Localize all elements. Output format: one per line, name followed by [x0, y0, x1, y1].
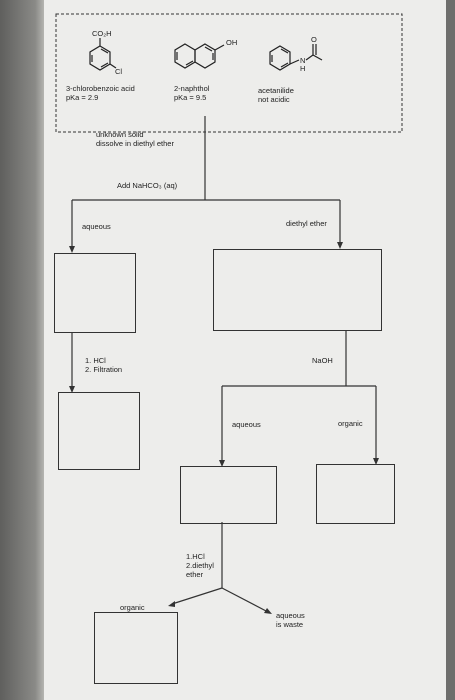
product-box-1 — [58, 392, 140, 470]
compound-name-naphthol: 2-naphthol — [174, 84, 210, 93]
branch2-aqueous: aqueous — [232, 420, 261, 429]
branch1-ether: diethyl ether — [286, 219, 327, 228]
o-label: O — [311, 35, 317, 44]
branch3-aqueous: aqueous — [276, 611, 305, 620]
product-box-2 — [94, 612, 178, 684]
naphthol-structure — [174, 43, 225, 69]
branch3-waste: is waste — [276, 620, 304, 629]
acidify1-step-1: 1. HCl — [85, 356, 106, 365]
aqueous-layer-box-1 — [54, 253, 136, 333]
h-label: H — [300, 64, 306, 73]
compound-box-dashed — [55, 13, 403, 133]
acidify2-step-2: 2.diethyl — [186, 561, 214, 570]
arrowheads — [69, 242, 379, 614]
acidify2-step-1: 1.HCl — [186, 552, 205, 561]
branch3-organic: organic — [120, 603, 145, 612]
compound-pka-chlorobenzoic: pKa = 2.9 — [66, 93, 99, 102]
compound-name-chlorobenzoic: 3-chlorobenzoic acid — [66, 84, 135, 93]
co2h-label: CO₂H — [92, 29, 112, 38]
desk-edge — [0, 0, 44, 700]
flow-connectors — [71, 116, 377, 613]
ether-layer-box-1 — [213, 249, 382, 331]
start-line-2: dissolve in diethyl ether — [96, 139, 174, 148]
compound-name-acetanilide: acetanilide — [258, 86, 294, 95]
acetanilide-structure — [269, 44, 323, 71]
compound-pka-acetanilide: not acidic — [258, 95, 290, 104]
acidify2-step-3: ether — [186, 570, 204, 579]
reagent-naoh: NaOH — [312, 356, 333, 365]
start-line-1: unknown solid — [96, 130, 144, 139]
branch2-organic: organic — [338, 419, 363, 428]
compound-pka-naphthol: pKa = 9.5 — [174, 93, 207, 102]
acidify1-step-2: 2. Filtration — [85, 365, 123, 374]
branch1-aqueous: aqueous — [82, 222, 111, 231]
n-label: N — [300, 56, 306, 65]
oh-label: OH — [226, 38, 238, 47]
paper-sheet — [44, 0, 446, 700]
organic-layer-box-2 — [316, 464, 395, 524]
reagent-nahco3: Add NaHCO₃ (aq) — [117, 181, 178, 190]
chlorobenzoic-structure — [89, 38, 117, 71]
cl-label: Cl — [115, 67, 123, 76]
aqueous-layer-box-2 — [180, 466, 277, 524]
